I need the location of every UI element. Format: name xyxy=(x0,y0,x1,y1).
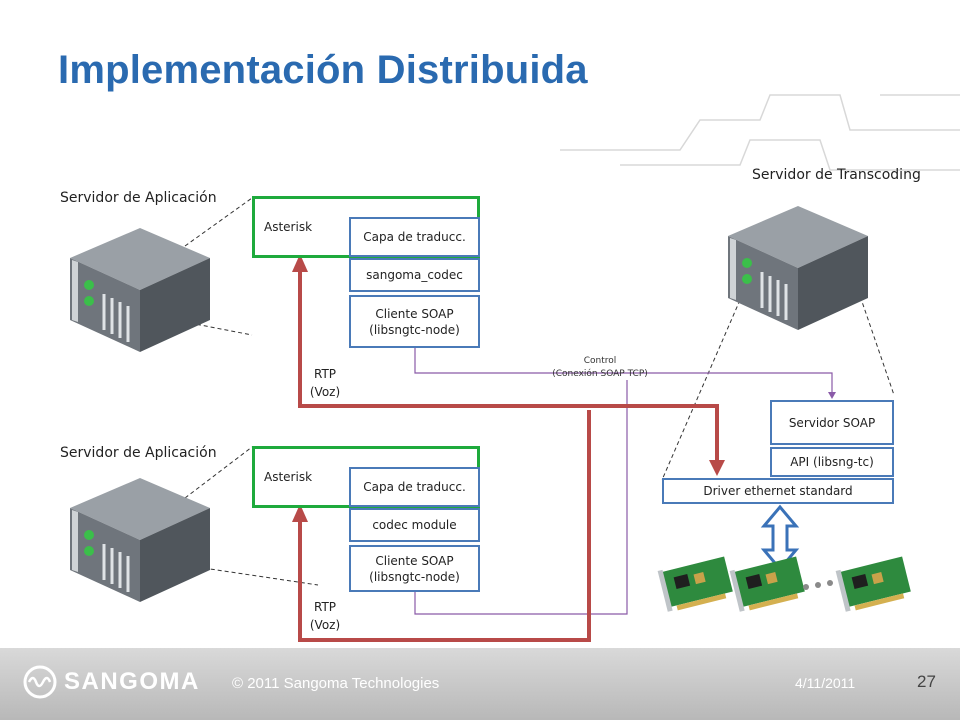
asterisk-label-top: Asterisk xyxy=(264,220,313,234)
transcoding-server-label: Servidor de Transcoding xyxy=(752,167,921,183)
decorative-lines xyxy=(560,94,960,171)
pci-card-icon-1 xyxy=(657,556,733,612)
driver-ethernet-box: Driver ethernet standard xyxy=(662,478,894,504)
app-server-bottom-label: Servidor de Aplicación xyxy=(60,445,217,461)
copyright-text: © 2011 Sangoma Technologies xyxy=(232,675,440,692)
rtp-label-top: RTP (Voz) xyxy=(309,367,341,399)
control-arrowhead xyxy=(828,392,836,399)
sangoma-codec-box: sangoma_codec xyxy=(349,258,480,292)
dashed-connectors xyxy=(184,197,895,586)
slide-title: Implementación Distribuida xyxy=(58,48,588,92)
rtp-label-bottom: RTP (Voz) xyxy=(309,600,341,632)
app-server-top-label: Servidor de Aplicación xyxy=(60,190,217,206)
soap-client-top: Cliente SOAP (libsngtc-node) xyxy=(349,295,480,348)
rtp-arrowhead-bottom xyxy=(292,504,308,522)
soap-client-bottom: Cliente SOAP (libsngtc-node) xyxy=(349,545,480,592)
rtp-arrows xyxy=(298,270,719,642)
rtp-arrowhead-driver xyxy=(709,460,725,476)
control-label: Control (Conexión SOAP TCP) xyxy=(552,356,648,379)
soap-server-box: Servidor SOAP xyxy=(770,400,894,445)
api-libsng-tc-box: API (libsng-tc) xyxy=(770,447,894,477)
rtp-arrowhead-top xyxy=(292,254,308,272)
footer-bar: SANGOMA © 2011 Sangoma Technologies 4/11… xyxy=(0,648,960,720)
control-lines xyxy=(414,348,833,615)
translation-layer-top: Capa de traducc. xyxy=(349,217,480,257)
sangoma-logo-icon xyxy=(23,665,57,699)
pci-card-icon-3 xyxy=(835,556,911,612)
page-number: 27 xyxy=(917,672,936,691)
asterisk-label-bottom: Asterisk xyxy=(264,470,313,484)
server-icon-top xyxy=(70,228,210,352)
codec-module-box: codec module xyxy=(349,508,480,542)
translation-layer-bottom: Capa de traducc. xyxy=(349,467,480,507)
brand-name: SANGOMA xyxy=(64,668,200,695)
server-icon-transcoding xyxy=(728,206,868,330)
footer-date: 4/11/2011 xyxy=(795,675,856,691)
pci-card-icon-2 xyxy=(729,556,805,612)
ellipsis-dots-icon xyxy=(803,580,833,590)
server-icon-bottom xyxy=(70,478,210,602)
